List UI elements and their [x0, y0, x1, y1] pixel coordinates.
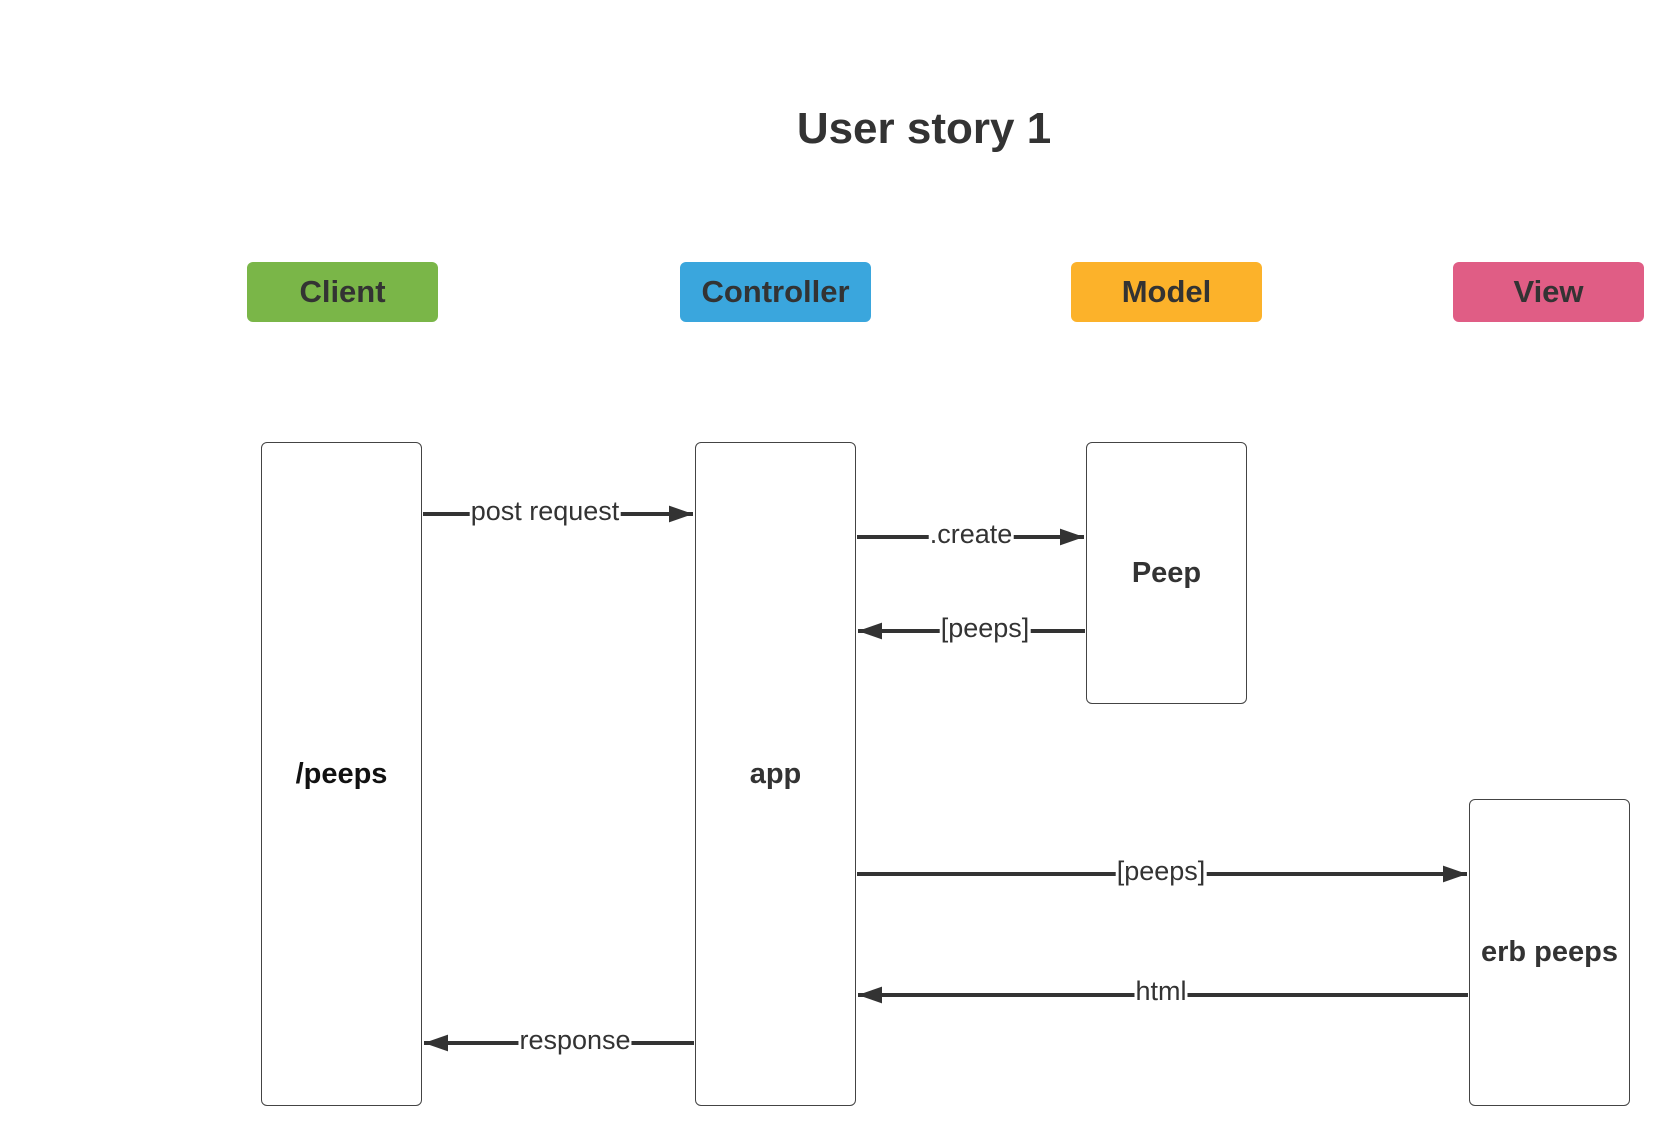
label-post-request: post request	[469, 495, 621, 527]
lane-header-model: Model	[1071, 262, 1262, 322]
label-create: .create	[928, 518, 1014, 550]
lane-header-view: View	[1453, 262, 1644, 322]
label-html: html	[1134, 975, 1188, 1007]
controller-box: app	[695, 442, 856, 1106]
label-peeps-return: [peeps]	[939, 612, 1031, 644]
diagram-title: User story 1	[796, 104, 1052, 153]
client-box: /peeps	[261, 442, 422, 1106]
label-response: response	[518, 1024, 632, 1056]
lane-header-controller: Controller	[680, 262, 871, 322]
label-peeps-to-view: [peeps]	[1115, 855, 1207, 887]
lane-header-client: Client	[247, 262, 438, 322]
view-box: erb peeps	[1469, 799, 1630, 1106]
model-box: Peep	[1086, 442, 1247, 704]
